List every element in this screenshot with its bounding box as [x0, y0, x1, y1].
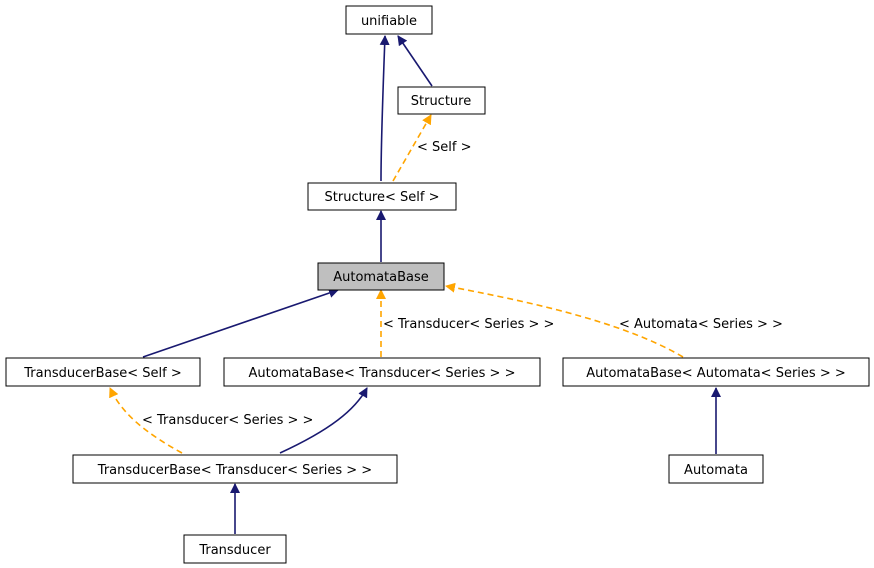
node-transducerbase-transducer[interactable]: TransducerBase< Transducer< Series > > — [72, 454, 398, 484]
node-label: AutomataBase< Transducer< Series > > — [249, 366, 516, 381]
edges — [109, 35, 721, 534]
edge-tb-transducer-to-tb-self — [109, 387, 183, 454]
node-label: Transducer — [198, 543, 271, 558]
node-transducer[interactable]: Transducer — [183, 534, 287, 564]
nodes: unifiable Structure Structure< Self > Au… — [5, 5, 870, 564]
node-label: Structure — [411, 94, 471, 109]
node-label: Structure< Self > — [325, 190, 440, 205]
node-label: TransducerBase< Self > — [23, 366, 181, 381]
edge-structure-self-to-unifiable — [379, 35, 390, 182]
node-automatabase-automata[interactable]: AutomataBase< Automata< Series > > — [562, 357, 870, 387]
edge-label-transducer-series-left: < Transducer< Series > > — [142, 413, 313, 428]
node-label: unifiable — [361, 14, 417, 29]
node-automatabase-transducer[interactable]: AutomataBase< Transducer< Series > > — [223, 357, 541, 387]
node-transducerbase-self[interactable]: TransducerBase< Self > — [5, 357, 201, 387]
edge-label-self: < Self > — [417, 140, 472, 155]
node-label: TransducerBase< Transducer< Series > > — [97, 463, 372, 478]
node-label: AutomataBase< Automata< Series > > — [586, 366, 846, 381]
node-unifiable[interactable]: unifiable — [345, 5, 433, 35]
edge-label-transducer-series: < Transducer< Series > > — [383, 317, 554, 332]
node-automata[interactable]: Automata — [668, 454, 764, 484]
node-label: Automata — [684, 463, 748, 478]
node-automatabase[interactable]: AutomataBase — [317, 262, 445, 291]
edge-tb-transducer-to-ab-transducer — [279, 387, 368, 454]
edge-structure-to-unifiable — [397, 35, 433, 87]
node-structure[interactable]: Structure — [397, 86, 486, 115]
edge-transducerbase-self-to-automatabase — [142, 288, 339, 358]
edge-ab-automata-to-automatabase — [445, 282, 684, 358]
edge-structure-self-to-structure — [392, 114, 432, 182]
node-structure-self[interactable]: Structure< Self > — [307, 182, 457, 211]
edge-label-automata-series: < Automata< Series > > — [619, 317, 783, 332]
node-label: AutomataBase — [333, 270, 429, 285]
edge-labels: < Self > < Transducer< Series > > < Auto… — [142, 140, 783, 428]
